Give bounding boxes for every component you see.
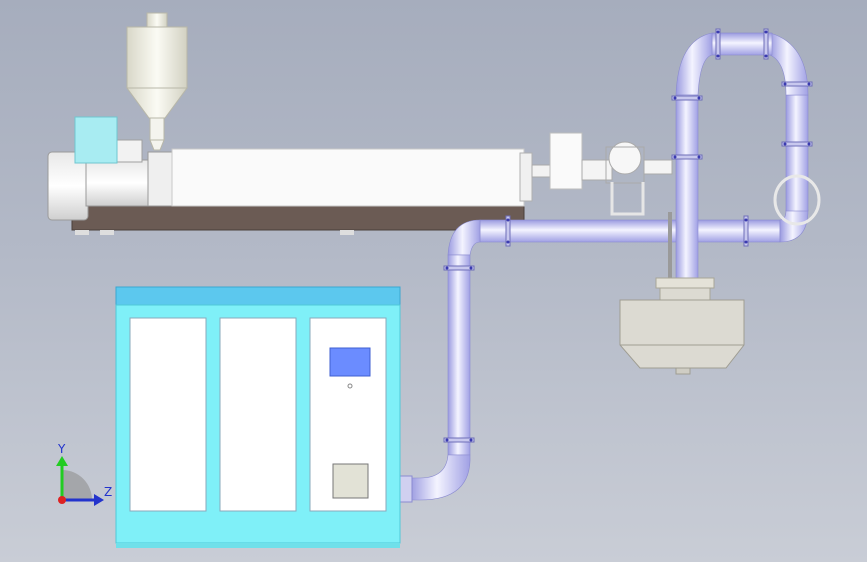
melt-pump	[608, 141, 642, 175]
separator-body	[619, 299, 745, 369]
triad-origin	[58, 496, 66, 504]
pipe-inlet-stub	[399, 475, 413, 503]
screen-changer	[549, 132, 583, 190]
control-panel-box[interactable]	[332, 463, 369, 499]
flange-bolts	[445, 30, 811, 442]
barrel-end-cap	[519, 152, 533, 202]
extruder-base-frame	[71, 205, 525, 231]
y-axis-arrowhead	[56, 456, 68, 466]
base-foot-left	[75, 230, 89, 235]
cabinet-top-band	[115, 286, 401, 306]
pipeline[interactable]	[399, 28, 813, 503]
pipe-elbow-top-left	[675, 32, 713, 96]
motor-junction-box	[74, 116, 118, 164]
extruder-barrel	[171, 148, 525, 207]
hmi-display-screen[interactable]	[329, 347, 371, 377]
y-axis-label: Y	[57, 442, 66, 456]
adapter-shaft	[531, 164, 553, 178]
extruder-assembly[interactable]	[47, 12, 673, 235]
base-foot-right	[340, 230, 354, 235]
cabinet-door-middle[interactable]	[219, 317, 297, 512]
die-outlet	[643, 159, 673, 175]
blower-wheel	[773, 174, 821, 226]
pipe-elbow-bottom	[409, 454, 471, 501]
separator-top-plate	[659, 287, 711, 301]
pipe-elbow-right	[779, 209, 809, 243]
gear-coupling	[147, 151, 175, 207]
feed-hopper	[126, 12, 188, 151]
separator-outlet	[675, 367, 691, 375]
z-axis-arrowhead	[94, 494, 104, 506]
pipe-right-riser	[785, 94, 809, 212]
cabinet-plinth	[116, 543, 400, 548]
gearbox	[85, 159, 151, 207]
z-axis-label: Z	[104, 485, 112, 499]
pipe-horizontal-main	[479, 219, 781, 243]
pipe-top-horizontal	[711, 32, 773, 56]
control-cabinet[interactable]	[115, 286, 401, 548]
base-foot-mid	[100, 230, 114, 235]
indicator-lamp	[347, 383, 353, 389]
separator-post	[668, 212, 672, 278]
triad-quadrant	[62, 470, 92, 500]
pump-support-stand	[610, 182, 645, 216]
coordinate-triad: Y Z	[56, 442, 112, 506]
separator-top-clamp	[655, 277, 715, 289]
pipe-vertical-descent	[447, 254, 471, 456]
cabinet-door-left[interactable]	[129, 317, 207, 512]
cyclone-separator[interactable]	[619, 174, 821, 375]
adapter-tube	[581, 159, 613, 181]
